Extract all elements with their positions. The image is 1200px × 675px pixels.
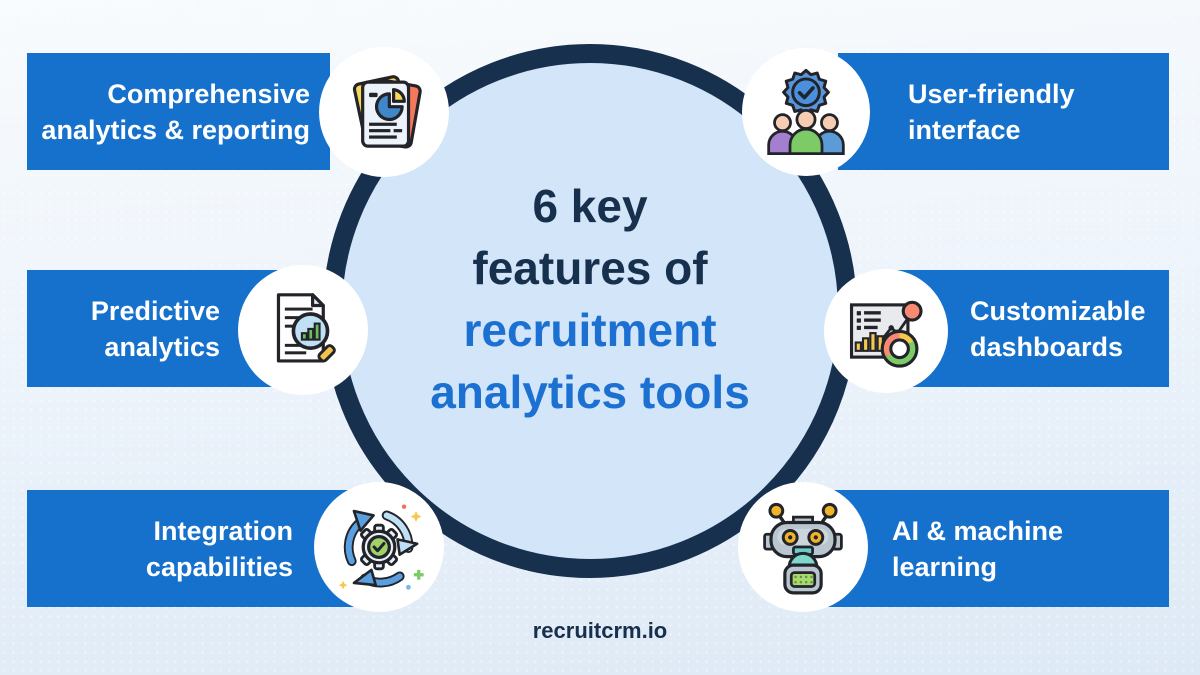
gear-sync-arrows-icon (338, 504, 424, 590)
document-magnifier-icon (276, 293, 336, 363)
robot-icon (763, 502, 843, 595)
feature-icon-circle (314, 482, 444, 612)
report-documents-icon (352, 75, 422, 149)
feature-label-line: learning (892, 551, 998, 582)
feature-icon-circle (738, 482, 868, 612)
feature-label-line: Comprehensive (107, 78, 310, 109)
feature-label-line: Integration (153, 515, 294, 546)
feature-icon-circle (742, 48, 870, 176)
feature-banner-comprehensive-analytics: Comprehensive analytics & reporting (27, 53, 330, 170)
title-line-3: recruitment (463, 304, 717, 356)
feature-banner-user-friendly-interface: User-friendly interface (838, 53, 1169, 170)
feature-label-line: capabilities (145, 551, 293, 582)
title-line-1: 6 key (532, 180, 648, 232)
feature-label-line: analytics (104, 331, 220, 362)
feature-label-line: AI & machine (892, 515, 1064, 546)
feature-label-line: User-friendly (908, 78, 1075, 109)
brand-footer: recruitcrm.io (532, 618, 668, 643)
feature-label-line: Predictive (90, 295, 220, 326)
title-line-4: analytics tools (430, 366, 750, 418)
title-line-2: features of (472, 242, 708, 294)
feature-label-line: Customizable (970, 295, 1146, 326)
feature-icon-circle (319, 47, 449, 177)
feature-label-line: interface (908, 114, 1021, 145)
feature-icon-circle (238, 265, 368, 395)
dashboard-charts-icon (849, 300, 923, 368)
feature-icon-circle (824, 269, 948, 393)
feature-label-line: analytics & reporting (41, 114, 310, 145)
feature-label-line: dashboards (970, 331, 1124, 362)
people-badge-icon (767, 68, 845, 155)
